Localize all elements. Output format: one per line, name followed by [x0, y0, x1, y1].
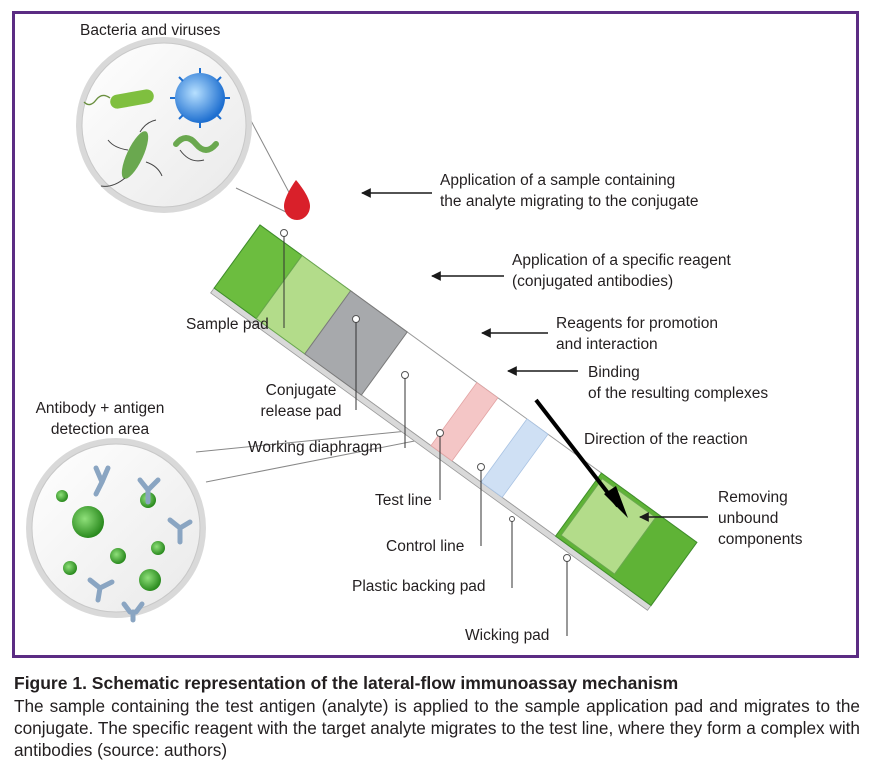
label-removing-line3: components	[718, 531, 803, 548]
figure-caption: Figure 1. Schematic representation of th…	[14, 672, 860, 761]
label-application-reagent-line1: Application of a specific reagent	[512, 252, 731, 269]
conjugate-pad-marker	[352, 315, 360, 323]
label-binding: Binding of the resulting complexes	[588, 362, 768, 404]
label-direction: Direction of the reaction	[584, 431, 748, 448]
label-binding-line1: Binding	[588, 364, 640, 381]
label-application-reagent: Application of a specific reagent (conju…	[512, 250, 731, 292]
wicking-pad-marker	[563, 554, 571, 562]
label-removing-line2: unbound	[718, 510, 779, 527]
lens-bacteria-viruses	[76, 37, 252, 213]
label-application-sample-line2: the analyte migrating to the conjugate	[440, 193, 699, 210]
diaphragm-marker	[401, 371, 409, 379]
caption-body: The sample containing the test antigen (…	[14, 696, 860, 760]
label-bacteria-viruses: Bacteria and viruses	[80, 22, 221, 39]
antibody-icon	[87, 465, 193, 623]
label-test-line: Test line	[375, 492, 432, 509]
lens-connector-bottom	[195, 427, 439, 453]
lens-connector-bottom-2	[205, 435, 441, 483]
blue-virus-icon	[170, 68, 230, 128]
label-removing: Removing unbound components	[718, 487, 802, 550]
control-line-marker	[477, 463, 485, 471]
direction-arrow-head	[604, 486, 628, 518]
label-conjugate-release-pad: Conjugate release pad	[256, 380, 346, 422]
test-line-marker	[436, 429, 444, 437]
label-reagents-promotion: Reagents for promotion and interaction	[556, 313, 718, 355]
sample-pad-marker	[280, 229, 288, 237]
label-control-line: Control line	[386, 538, 465, 555]
label-wicking-pad: Wicking pad	[465, 627, 550, 644]
wicking-pad-inner	[560, 477, 657, 575]
caption-title: Figure 1. Schematic representation of th…	[14, 673, 679, 693]
direction-arrow	[534, 398, 620, 508]
blood-drop-icon	[284, 180, 310, 220]
label-working-diaphragm: Working diaphragm	[248, 439, 383, 456]
label-application-sample-line1: Application of a sample containing	[440, 172, 676, 189]
lfa-strip	[210, 224, 698, 611]
label-reagents-promotion-line2: and interaction	[556, 336, 658, 353]
label-application-reagent-line2: (conjugated antibodies)	[512, 273, 674, 290]
test-line	[430, 381, 499, 462]
lens-connector-top-2	[235, 187, 287, 213]
backing-marker	[509, 516, 515, 522]
label-antibody-line2: detection area	[50, 421, 150, 438]
control-line	[480, 418, 549, 498]
label-plastic-backing: Plastic backing pad	[352, 578, 486, 595]
flagellated-bacterium-icon	[100, 119, 163, 187]
label-removing-line1: Removing	[718, 489, 788, 506]
label-binding-line2: of the resulting complexes	[588, 385, 769, 402]
lfa-diagram	[26, 37, 708, 636]
label-antibody-antigen: Antibody + antigen detection area	[20, 398, 180, 440]
label-reagents-promotion-line1: Reagents for promotion	[556, 315, 718, 332]
label-application-sample: Application of a sample containing the a…	[440, 170, 699, 212]
green-bacterium-icon	[83, 89, 154, 109]
spiral-bacterium-icon	[173, 135, 219, 162]
lens-antibody-antigen	[26, 438, 206, 623]
label-conjugate-line1: Conjugate	[265, 382, 337, 399]
label-sample-pad: Sample pad	[186, 316, 269, 333]
label-conjugate-line2: release pad	[260, 403, 342, 420]
label-antibody-line1: Antibody + antigen	[35, 400, 165, 417]
